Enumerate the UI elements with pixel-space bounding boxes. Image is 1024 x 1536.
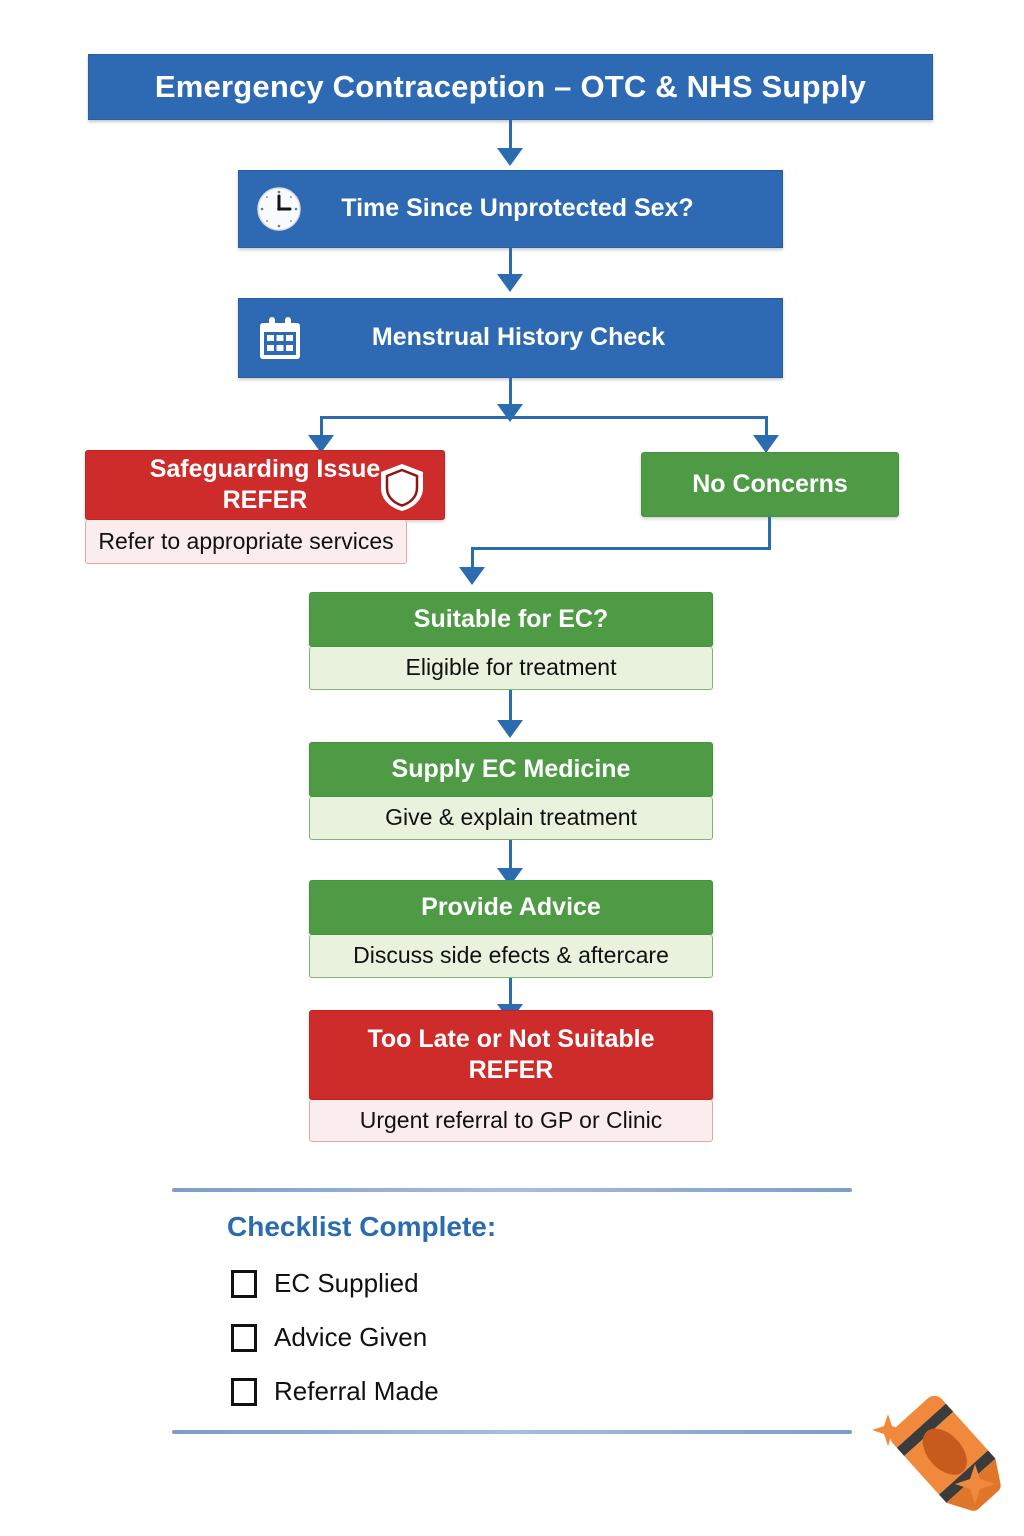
checklist-title: Checklist Complete:: [227, 1211, 497, 1242]
node-time-since-unprotected-sex[interactable]: Time Since Unprotected Sex?: [238, 170, 783, 248]
node-safeguarding-sub-label: Refer to appropriate services: [98, 527, 394, 554]
connector-title-to-time: [509, 120, 512, 150]
node-no-concerns-label: No Concerns: [692, 469, 848, 498]
crayon-icon: [862, 1382, 1012, 1522]
arrowhead-suitable-to-supply: [497, 720, 523, 738]
node-menstrual-history-check[interactable]: Menstrual History Check: [238, 298, 783, 378]
node-advice-subtext: Discuss side efects & aftercare: [309, 935, 713, 978]
node-safeguarding-subtext: Refer to appropriate services: [85, 520, 407, 564]
diagram-title-bar: Emergency Contraception – OTC & NHS Supp…: [88, 54, 933, 120]
checklist-label-advice-given: Advice Given: [274, 1322, 428, 1352]
node-too-late-line1: Too Late or Not Suitable: [367, 1025, 655, 1053]
checklist-divider-top: [172, 1188, 852, 1192]
checklist-label-referral-made: Referral Made: [274, 1376, 439, 1406]
node-supply-label: Supply EC Medicine: [391, 754, 631, 783]
connector-time-to-menstrual: [509, 248, 512, 276]
checklist-label-ec-supplied: EC Supplied: [274, 1268, 419, 1298]
node-safeguarding-line1: Safeguarding Issue: [149, 455, 381, 483]
node-safeguarding-issue[interactable]: Safeguarding Issue REFER: [85, 450, 445, 520]
node-no-concerns[interactable]: No Concerns: [641, 452, 899, 517]
clock-icon: [255, 185, 303, 233]
node-advice-label: Provide Advice: [421, 892, 601, 921]
node-supply-ec-medicine[interactable]: Supply EC Medicine: [309, 742, 713, 797]
node-too-late-subtext: Urgent referral to GP or Clinic: [309, 1100, 713, 1142]
node-too-late-not-suitable[interactable]: Too Late or Not Suitable REFER: [309, 1010, 713, 1100]
connector-menstrual-stem: [509, 378, 512, 408]
node-suitable-sub-label: Eligible for treatment: [405, 654, 617, 681]
arrowhead-title-to-time: [497, 148, 523, 166]
node-suitable-for-ec[interactable]: Suitable for EC?: [309, 592, 713, 647]
checkbox-referral-made[interactable]: [231, 1377, 257, 1406]
node-suitable-subtext: Eligible for treatment: [309, 647, 713, 690]
arrowhead-noconcerns-to-suitable: [459, 567, 485, 585]
node-menstrual-label: Menstrual History Check: [371, 323, 666, 352]
node-advice-sub-label: Discuss side efects & aftercare: [353, 942, 669, 969]
arrowhead-split-left: [308, 435, 334, 453]
checkbox-ec-supplied[interactable]: [231, 1269, 257, 1298]
connector-split-left: [320, 416, 323, 438]
checklist-divider-bottom: [172, 1430, 852, 1434]
page-title: Emergency Contraception – OTC & NHS Supp…: [154, 68, 867, 104]
node-provide-advice[interactable]: Provide Advice: [309, 880, 713, 935]
checkbox-advice-given[interactable]: [231, 1323, 257, 1352]
connector-noconcerns-left: [471, 547, 771, 550]
connector-suitable-to-supply: [509, 690, 512, 722]
node-suitable-label: Suitable for EC?: [413, 604, 609, 633]
connector-noconcerns-down: [768, 517, 771, 550]
shield-icon: [378, 462, 426, 512]
node-supply-sub-label: Give & explain treatment: [385, 804, 637, 831]
connector-split-right: [765, 416, 768, 438]
checklist-item-ec-supplied[interactable]: EC Supplied: [231, 1268, 419, 1299]
node-too-late-line2: REFER: [468, 1055, 554, 1084]
arrowhead-menstrual-stem: [497, 404, 523, 422]
checklist-item-referral-made[interactable]: Referral Made: [231, 1376, 439, 1407]
node-too-late-sub-label: Urgent referral to GP or Clinic: [359, 1106, 663, 1133]
node-supply-subtext: Give & explain treatment: [309, 797, 713, 840]
connector-supply-to-advice: [509, 840, 512, 870]
arrowhead-time-to-menstrual: [497, 274, 523, 292]
connector-split-bar: [320, 416, 768, 419]
connector-advice-to-toolate: [509, 978, 512, 1006]
node-safeguarding-line2: REFER: [222, 485, 308, 514]
checklist-item-advice-given[interactable]: Advice Given: [231, 1322, 427, 1353]
node-time-label: Time Since Unprotected Sex?: [341, 194, 694, 223]
calendar-icon: [255, 313, 305, 363]
connector-noconcerns-to-suitable: [471, 547, 474, 570]
arrowhead-split-right: [753, 435, 779, 453]
